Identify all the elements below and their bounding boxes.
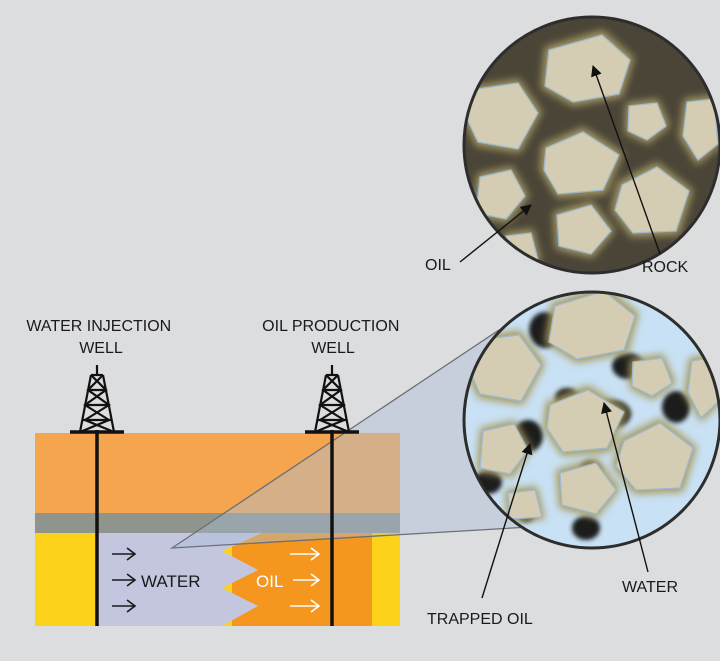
water-front-region	[97, 533, 262, 626]
injection-derrick	[70, 365, 124, 434]
water-leader-arrow	[601, 401, 649, 573]
trapped-oil-leader-arrow	[481, 442, 533, 599]
oil-arrow-3	[290, 599, 321, 613]
oil-production-well-label: OIL PRODUCTION WELL	[262, 318, 404, 357]
water-injection-well-line-2: WELL	[79, 340, 123, 357]
production-derrick	[305, 365, 359, 434]
oil-flow-arrows	[290, 547, 321, 613]
oil-arrow-2	[293, 573, 321, 587]
water-arrow-3	[112, 599, 137, 613]
leader-arrows	[459, 64, 661, 599]
bottom-view-rim	[462, 290, 720, 550]
top-view-rim	[462, 15, 720, 275]
trapped-oil-label: TRAPPED OIL	[427, 611, 533, 628]
rock-grain-group	[464, 34, 719, 263]
oil-production-well-line-2: WELL	[311, 340, 355, 357]
water-arrow-2	[112, 573, 137, 587]
water-injection-well-label: WATER INJECTION WELL	[26, 318, 175, 357]
flow-oil-label: OIL	[256, 572, 283, 591]
water-label: WATER	[622, 579, 678, 596]
water-injection-well-line-1: WATER INJECTION	[26, 318, 171, 335]
oil-production-well-line-1: OIL PRODUCTION	[262, 318, 399, 335]
oil-saturated-pore-view	[462, 15, 720, 275]
oil-label: OIL	[425, 257, 451, 274]
flow-water-label: WATER	[141, 572, 201, 591]
oil-leader-arrow	[459, 204, 532, 263]
rock-leader-arrow	[591, 64, 661, 255]
oil-arrow-1	[290, 547, 321, 561]
water-flow-arrows	[112, 547, 137, 613]
seal-layer	[35, 513, 400, 533]
water-arrow-1	[112, 547, 137, 561]
rock-label: ROCK	[642, 259, 689, 276]
